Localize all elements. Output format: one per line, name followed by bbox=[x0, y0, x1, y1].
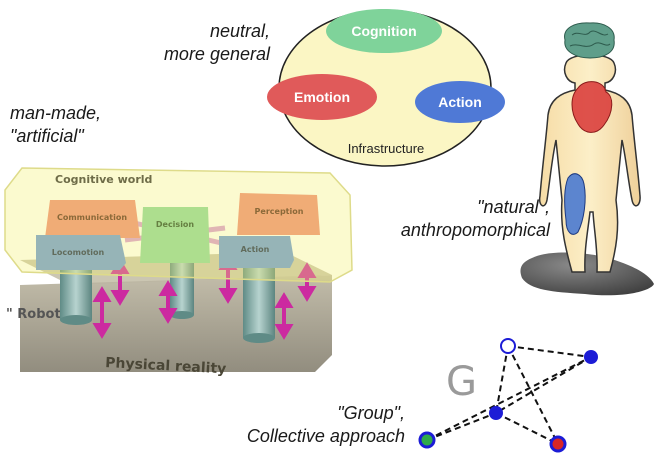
cognition-ellipse bbox=[326, 9, 442, 53]
locomotion-text: Locomotion bbox=[52, 248, 105, 257]
column-middle bbox=[170, 255, 194, 315]
group-line1: "Group", bbox=[337, 403, 405, 423]
action-block: Action bbox=[219, 236, 294, 268]
manmade-line1: man-made, bbox=[10, 103, 102, 123]
brain-icon bbox=[564, 22, 615, 59]
communication-text: Communication bbox=[57, 213, 127, 222]
cognitive-world-text: Cognitive world bbox=[55, 173, 152, 186]
natural-line1: "natural", bbox=[477, 197, 550, 217]
brain-folds bbox=[569, 30, 611, 47]
perception-block: Perception bbox=[237, 193, 320, 235]
robot-architecture: Physical reality " Robot " Communication bbox=[4, 167, 353, 377]
body-silhouette bbox=[538, 54, 641, 273]
action-block-text: Action bbox=[241, 245, 270, 254]
column-right bbox=[243, 262, 275, 338]
natural-label: "natural", anthropomorphical bbox=[380, 196, 550, 242]
graph-node-middle bbox=[489, 406, 503, 420]
decision-text: Decision bbox=[156, 220, 195, 229]
emotion-text: Emotion bbox=[294, 89, 350, 105]
graph-node-red bbox=[549, 435, 567, 453]
action-ellipse bbox=[415, 81, 505, 123]
group-line2: Collective approach bbox=[246, 426, 405, 446]
robot-text: " Robot " bbox=[6, 307, 72, 322]
infrastructure-text: Infrastructure bbox=[348, 141, 425, 156]
perception-text: Perception bbox=[255, 207, 304, 216]
physical-reality-text: Physical reality bbox=[105, 355, 227, 377]
graph-node-right bbox=[584, 350, 598, 364]
heart-icon bbox=[571, 81, 613, 133]
graph-edges bbox=[426, 345, 592, 445]
rock-icon bbox=[520, 252, 654, 296]
graph-node-green bbox=[418, 431, 436, 449]
column-left-base bbox=[60, 315, 92, 325]
neutral-line1: neutral, bbox=[209, 21, 270, 41]
natural-line2: anthropomorphical bbox=[400, 220, 550, 240]
cognitive-world-box bbox=[4, 167, 353, 283]
neutral-line2: more general bbox=[163, 44, 270, 64]
column-right-base bbox=[243, 333, 275, 343]
locomotion-block: Locomotion bbox=[36, 235, 126, 270]
muscle-icon bbox=[564, 173, 586, 235]
graph-node-hollow bbox=[500, 338, 516, 354]
decision-block: Decision bbox=[140, 207, 210, 263]
group-label: "Group", Collective approach bbox=[200, 402, 405, 448]
manmade-line2: "artificial" bbox=[10, 126, 84, 146]
human-figure bbox=[520, 22, 654, 296]
group-graph: G bbox=[418, 338, 598, 453]
neutral-label: neutral, more general bbox=[120, 20, 270, 66]
communication-block: Communication bbox=[45, 200, 140, 238]
cognition-text: Cognition bbox=[351, 23, 416, 39]
group-letter: G bbox=[446, 359, 477, 405]
action-text: Action bbox=[438, 94, 482, 110]
manmade-label: man-made, "artificial" bbox=[10, 102, 101, 148]
infrastructure-model: Cognition Emotion Action Infrastructure bbox=[267, 9, 505, 167]
column-middle-base bbox=[170, 311, 194, 319]
emotion-ellipse bbox=[267, 74, 377, 120]
